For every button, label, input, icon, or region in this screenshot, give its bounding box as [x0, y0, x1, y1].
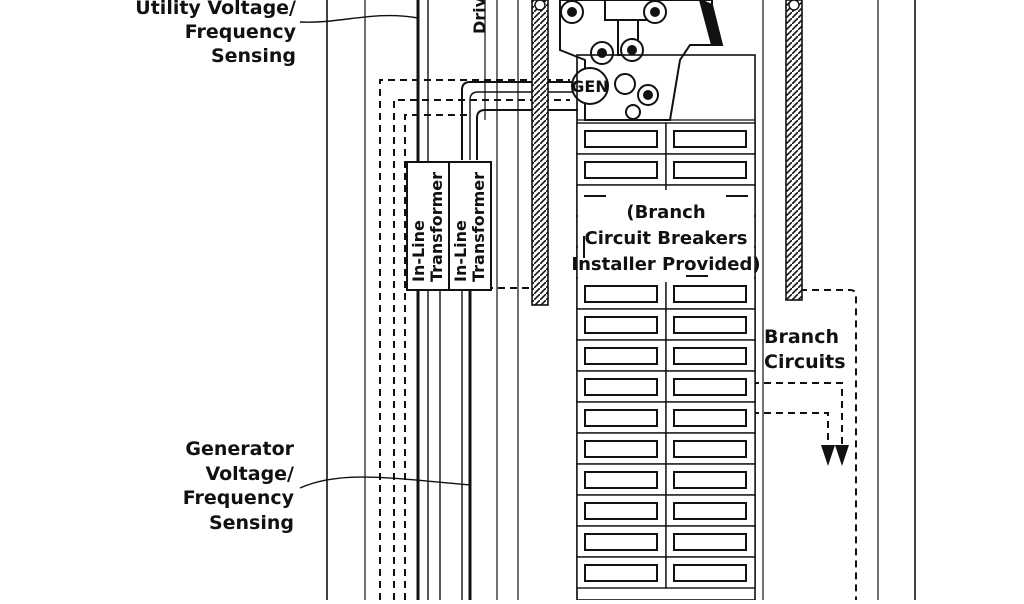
- breakers-label-line1: (Branch: [626, 202, 705, 223]
- utility-label-line1: Utility Voltage/: [135, 0, 296, 19]
- generator-label-line4: Sensing: [209, 512, 294, 534]
- breaker-handle: [673, 409, 747, 427]
- breaker-handle: [584, 378, 658, 396]
- arrows: [821, 445, 849, 466]
- breaker-handle: [673, 316, 747, 334]
- breaker-handle: [673, 130, 747, 148]
- generator-label-line2: Voltage/: [205, 463, 294, 485]
- terminal-left: [534, 0, 546, 11]
- breaker-handle: [584, 347, 658, 365]
- breaker-handle: [584, 533, 658, 551]
- gen-label: GEN: [571, 77, 608, 96]
- dashed-control-wires: [379, 79, 857, 600]
- generator-leader: [299, 476, 471, 489]
- breakers-label-line3: Installer Provided): [571, 254, 760, 275]
- breaker-handle: [584, 161, 658, 179]
- inline-transformer-2: In-Line Transformer: [448, 161, 492, 291]
- svg-text:In-Line: In-Line: [451, 220, 470, 282]
- breaker-handle: [673, 378, 747, 396]
- utility-leader: [299, 14, 419, 23]
- breaker-handle: [584, 502, 658, 520]
- neutral-bus-bars: [531, 0, 803, 306]
- branch-circuits-line1: Branch: [764, 326, 839, 348]
- breaker-handle: [584, 316, 658, 334]
- breaker-handle: [673, 285, 747, 303]
- gen-terminal: [571, 67, 609, 105]
- breaker-handle: [673, 564, 747, 582]
- switch-lugs: [560, 0, 667, 120]
- breaker-handle: [673, 161, 747, 179]
- breaker-handle: [584, 440, 658, 458]
- svg-text:Transformer: Transformer: [427, 172, 446, 282]
- breaker-handle: [584, 285, 658, 303]
- breaker-handle: [673, 440, 747, 458]
- generator-label-line1: Generator: [185, 438, 294, 460]
- inline-transformer-1: In-Line Transformer: [406, 161, 450, 291]
- breakers-label-line2: Circuit Breakers: [584, 228, 747, 249]
- breaker-handle: [584, 471, 658, 489]
- svg-text:In-Line: In-Line: [409, 220, 428, 282]
- branch-circuits-line2: Circuits: [764, 351, 846, 373]
- breaker-handle: [673, 471, 747, 489]
- breaker-handle: [673, 533, 747, 551]
- breaker-handle: [673, 502, 747, 520]
- breaker-handle: [584, 130, 658, 148]
- utility-label-line3: Sensing: [211, 45, 296, 67]
- sensing-conductors: [416, 0, 578, 600]
- breaker-handle: [584, 409, 658, 427]
- terminal-right: [788, 0, 800, 11]
- utility-label-line2: Frequency: [185, 21, 297, 43]
- svg-text:Transformer: Transformer: [469, 172, 488, 282]
- breaker-label-box: [583, 195, 749, 277]
- generator-label-line3: Frequency: [183, 487, 295, 509]
- breaker-handle: [673, 347, 747, 365]
- breaker-label-mask: [578, 190, 754, 282]
- drive-label: Drive: [470, 0, 489, 34]
- breaker-handle: [584, 564, 658, 582]
